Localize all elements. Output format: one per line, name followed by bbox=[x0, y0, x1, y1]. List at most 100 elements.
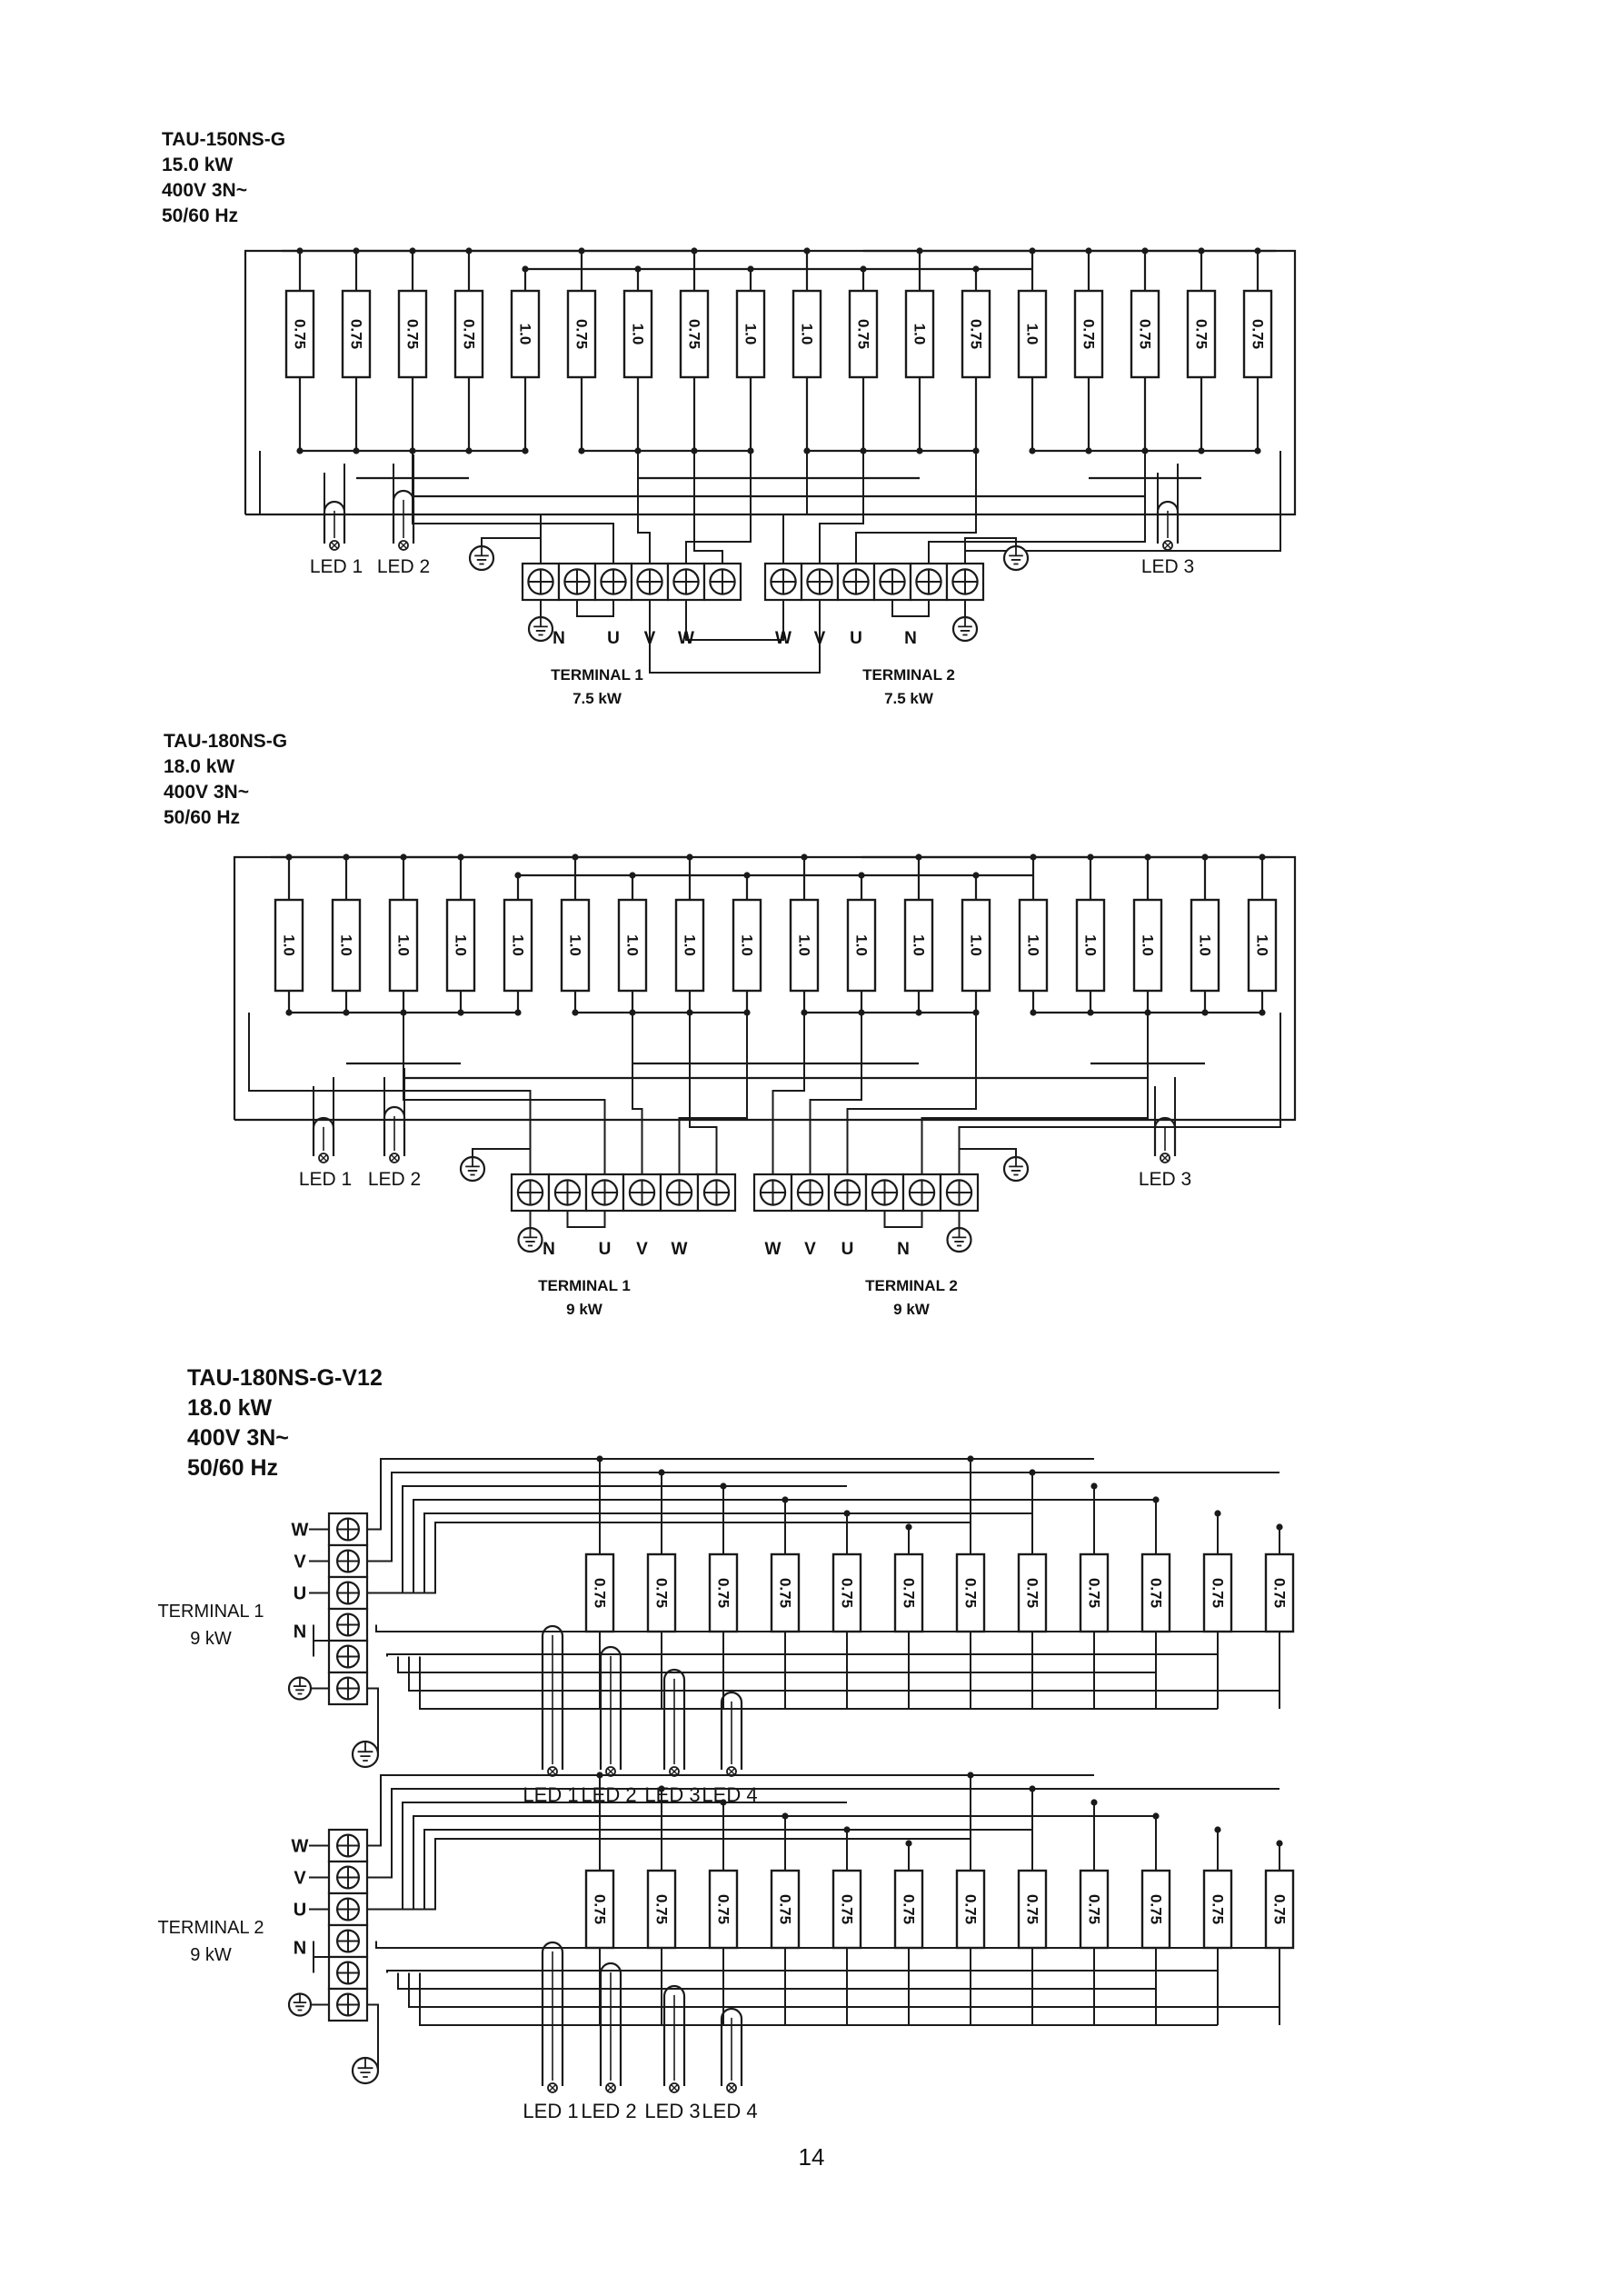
led-cross bbox=[1161, 1154, 1169, 1162]
resistor: 1.0 bbox=[622, 289, 653, 379]
resistor-value: 1.0 bbox=[1254, 934, 1271, 956]
resistor-value: 1.0 bbox=[911, 324, 929, 345]
terminal-screw bbox=[327, 1543, 369, 1579]
screw-slot bbox=[337, 1582, 359, 1604]
resistor: 0.75 bbox=[955, 1869, 986, 1950]
feed-wire bbox=[693, 451, 723, 564]
resistor-body bbox=[831, 1869, 862, 1950]
phase-bus bbox=[367, 1472, 1279, 1562]
terminal-screw bbox=[872, 562, 912, 602]
pin-label-w: W bbox=[292, 1837, 309, 1857]
screw-slot bbox=[710, 569, 735, 594]
junction-dot bbox=[457, 854, 464, 861]
resistor: 0.75 bbox=[1202, 1869, 1233, 1950]
terminal-1-label: TERMINAL 1 bbox=[538, 1277, 631, 1294]
junction-dot bbox=[343, 854, 350, 861]
screw-slot bbox=[592, 1180, 618, 1205]
resistor-body bbox=[848, 289, 879, 379]
terminal-screw bbox=[622, 1173, 662, 1213]
ground-icon bbox=[1002, 1155, 1030, 1183]
led-wire bbox=[1157, 464, 1179, 512]
terminal-1-power: 7.5 kW bbox=[573, 690, 622, 707]
led-cross bbox=[400, 542, 407, 549]
resistor-body bbox=[1140, 1869, 1171, 1950]
junction-dot bbox=[465, 247, 473, 255]
junction-dot bbox=[514, 872, 522, 879]
feed-wire bbox=[928, 451, 1146, 564]
ground-bars bbox=[357, 2058, 373, 2078]
junction-dot bbox=[1141, 247, 1149, 255]
resistor: 1.0 bbox=[903, 898, 934, 993]
junction-dot bbox=[801, 854, 808, 861]
junction-dot bbox=[1029, 1785, 1036, 1792]
resistor-body bbox=[1075, 898, 1106, 993]
ground-bars bbox=[293, 1677, 307, 1695]
junction-dot bbox=[916, 247, 923, 255]
resistor-body bbox=[679, 289, 710, 379]
terminal-1-pin-label: V bbox=[636, 1240, 648, 1259]
screw-slot bbox=[637, 569, 662, 594]
ground-wire bbox=[481, 537, 542, 564]
ground-bars bbox=[958, 617, 972, 636]
junction-dot bbox=[1201, 1009, 1209, 1016]
resistor: 0.75 bbox=[1202, 1552, 1233, 1633]
resistor: 1.0 bbox=[1132, 898, 1163, 993]
resistor-value: 1.0 bbox=[395, 934, 413, 956]
resistor-body bbox=[274, 898, 304, 993]
junction-dot bbox=[1276, 1840, 1283, 1847]
screw-slot bbox=[666, 1180, 692, 1205]
resistor-value: 1.0 bbox=[510, 934, 527, 956]
resistor-body bbox=[770, 1869, 801, 1950]
junction-dot bbox=[720, 1482, 727, 1490]
terminal-screw bbox=[800, 562, 840, 602]
pin-label-u: U bbox=[294, 1901, 306, 1921]
screw-slot bbox=[673, 569, 699, 594]
resistor-value: 1.0 bbox=[624, 934, 642, 956]
junction-dot bbox=[843, 1510, 851, 1517]
led-wire bbox=[313, 1077, 334, 1128]
led-cross bbox=[1164, 542, 1171, 549]
resistor: 0.75 bbox=[1073, 289, 1104, 379]
junction-dot bbox=[905, 1840, 912, 1847]
resistor: 0.75 bbox=[1079, 1552, 1110, 1633]
resistor-body bbox=[792, 289, 822, 379]
resistor: 0.75 bbox=[708, 1552, 739, 1633]
led-cross bbox=[607, 1768, 614, 1775]
terminal-screw bbox=[909, 562, 949, 602]
junction-dot bbox=[858, 872, 865, 879]
junction-dot bbox=[578, 247, 585, 255]
junction-dot bbox=[1254, 447, 1261, 454]
junction-dot bbox=[522, 447, 529, 454]
resistor-body bbox=[904, 289, 935, 379]
resistor: 1.0 bbox=[792, 289, 822, 379]
led-housing bbox=[541, 1941, 564, 2086]
led-housing bbox=[720, 1691, 743, 1770]
return-bus bbox=[397, 1656, 1156, 1673]
pin-label-n: N bbox=[294, 1622, 306, 1642]
resistor-body bbox=[770, 1552, 801, 1633]
resistor: 1.0 bbox=[445, 898, 476, 993]
led-label: LED 1 bbox=[299, 1169, 352, 1190]
ground-wire bbox=[367, 2003, 379, 2071]
junction-dot bbox=[1087, 854, 1094, 861]
resistor-value: 0.75 bbox=[968, 319, 985, 349]
phase-bus bbox=[367, 1829, 1032, 1911]
junction-dot bbox=[285, 1009, 293, 1016]
terminal-1-power: 9 kW bbox=[566, 1301, 603, 1318]
resistor: 0.75 bbox=[770, 1552, 801, 1633]
resistor-body bbox=[1132, 898, 1163, 993]
resistor-value: 0.75 bbox=[715, 1578, 732, 1608]
resistor-body bbox=[1018, 898, 1049, 993]
resistor-value: 0.75 bbox=[1086, 1578, 1103, 1608]
resistor: 0.75 bbox=[1264, 1869, 1295, 1950]
terminal-screw bbox=[790, 1173, 831, 1213]
resistor-value: 1.0 bbox=[799, 324, 816, 345]
led-cross bbox=[331, 542, 338, 549]
resistor-value: 0.75 bbox=[1210, 1578, 1227, 1608]
junction-dot bbox=[1030, 854, 1037, 861]
ground-bars bbox=[357, 1742, 373, 1762]
n-jumper bbox=[566, 1211, 606, 1228]
resistor: 0.75 bbox=[848, 289, 879, 379]
resistor-value: 1.0 bbox=[682, 934, 699, 956]
